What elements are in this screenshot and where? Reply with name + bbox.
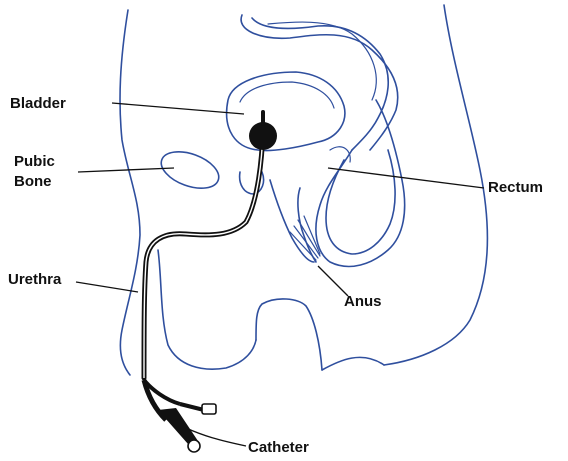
buttock-contour — [322, 357, 384, 370]
rectum-outer — [316, 100, 405, 266]
label-pubic-bone-line2: Bone — [14, 173, 52, 190]
perineum-contour — [270, 180, 314, 262]
bladder-wall-inner — [240, 82, 334, 108]
body-outline-back — [384, 5, 487, 365]
lower-contour-mid — [256, 299, 322, 370]
label-anus: Anus — [344, 293, 382, 310]
label-bladder: Bladder — [10, 95, 66, 112]
label-urethra: Urethra — [8, 271, 62, 288]
rectum-inner — [326, 150, 395, 254]
label-catheter: Catheter — [248, 439, 309, 456]
leader-rectum — [328, 168, 484, 188]
lower-contour-front — [158, 250, 256, 369]
body-outline-front — [120, 10, 140, 375]
bladder-outline — [227, 72, 345, 151]
label-rectum: Rectum — [488, 179, 543, 196]
pubic-bone — [156, 145, 223, 196]
label-pubic-bone-line1: Pubic — [14, 153, 55, 170]
leader-bladder — [112, 103, 244, 114]
rectum-fold — [330, 147, 350, 162]
catheter-connector — [144, 380, 216, 452]
leader-pubic-bone — [78, 168, 174, 172]
bowel-loop-detail — [268, 22, 376, 100]
leader-urethra — [76, 282, 138, 292]
leader-anus — [318, 266, 348, 296]
catheter-balloon — [249, 122, 277, 150]
